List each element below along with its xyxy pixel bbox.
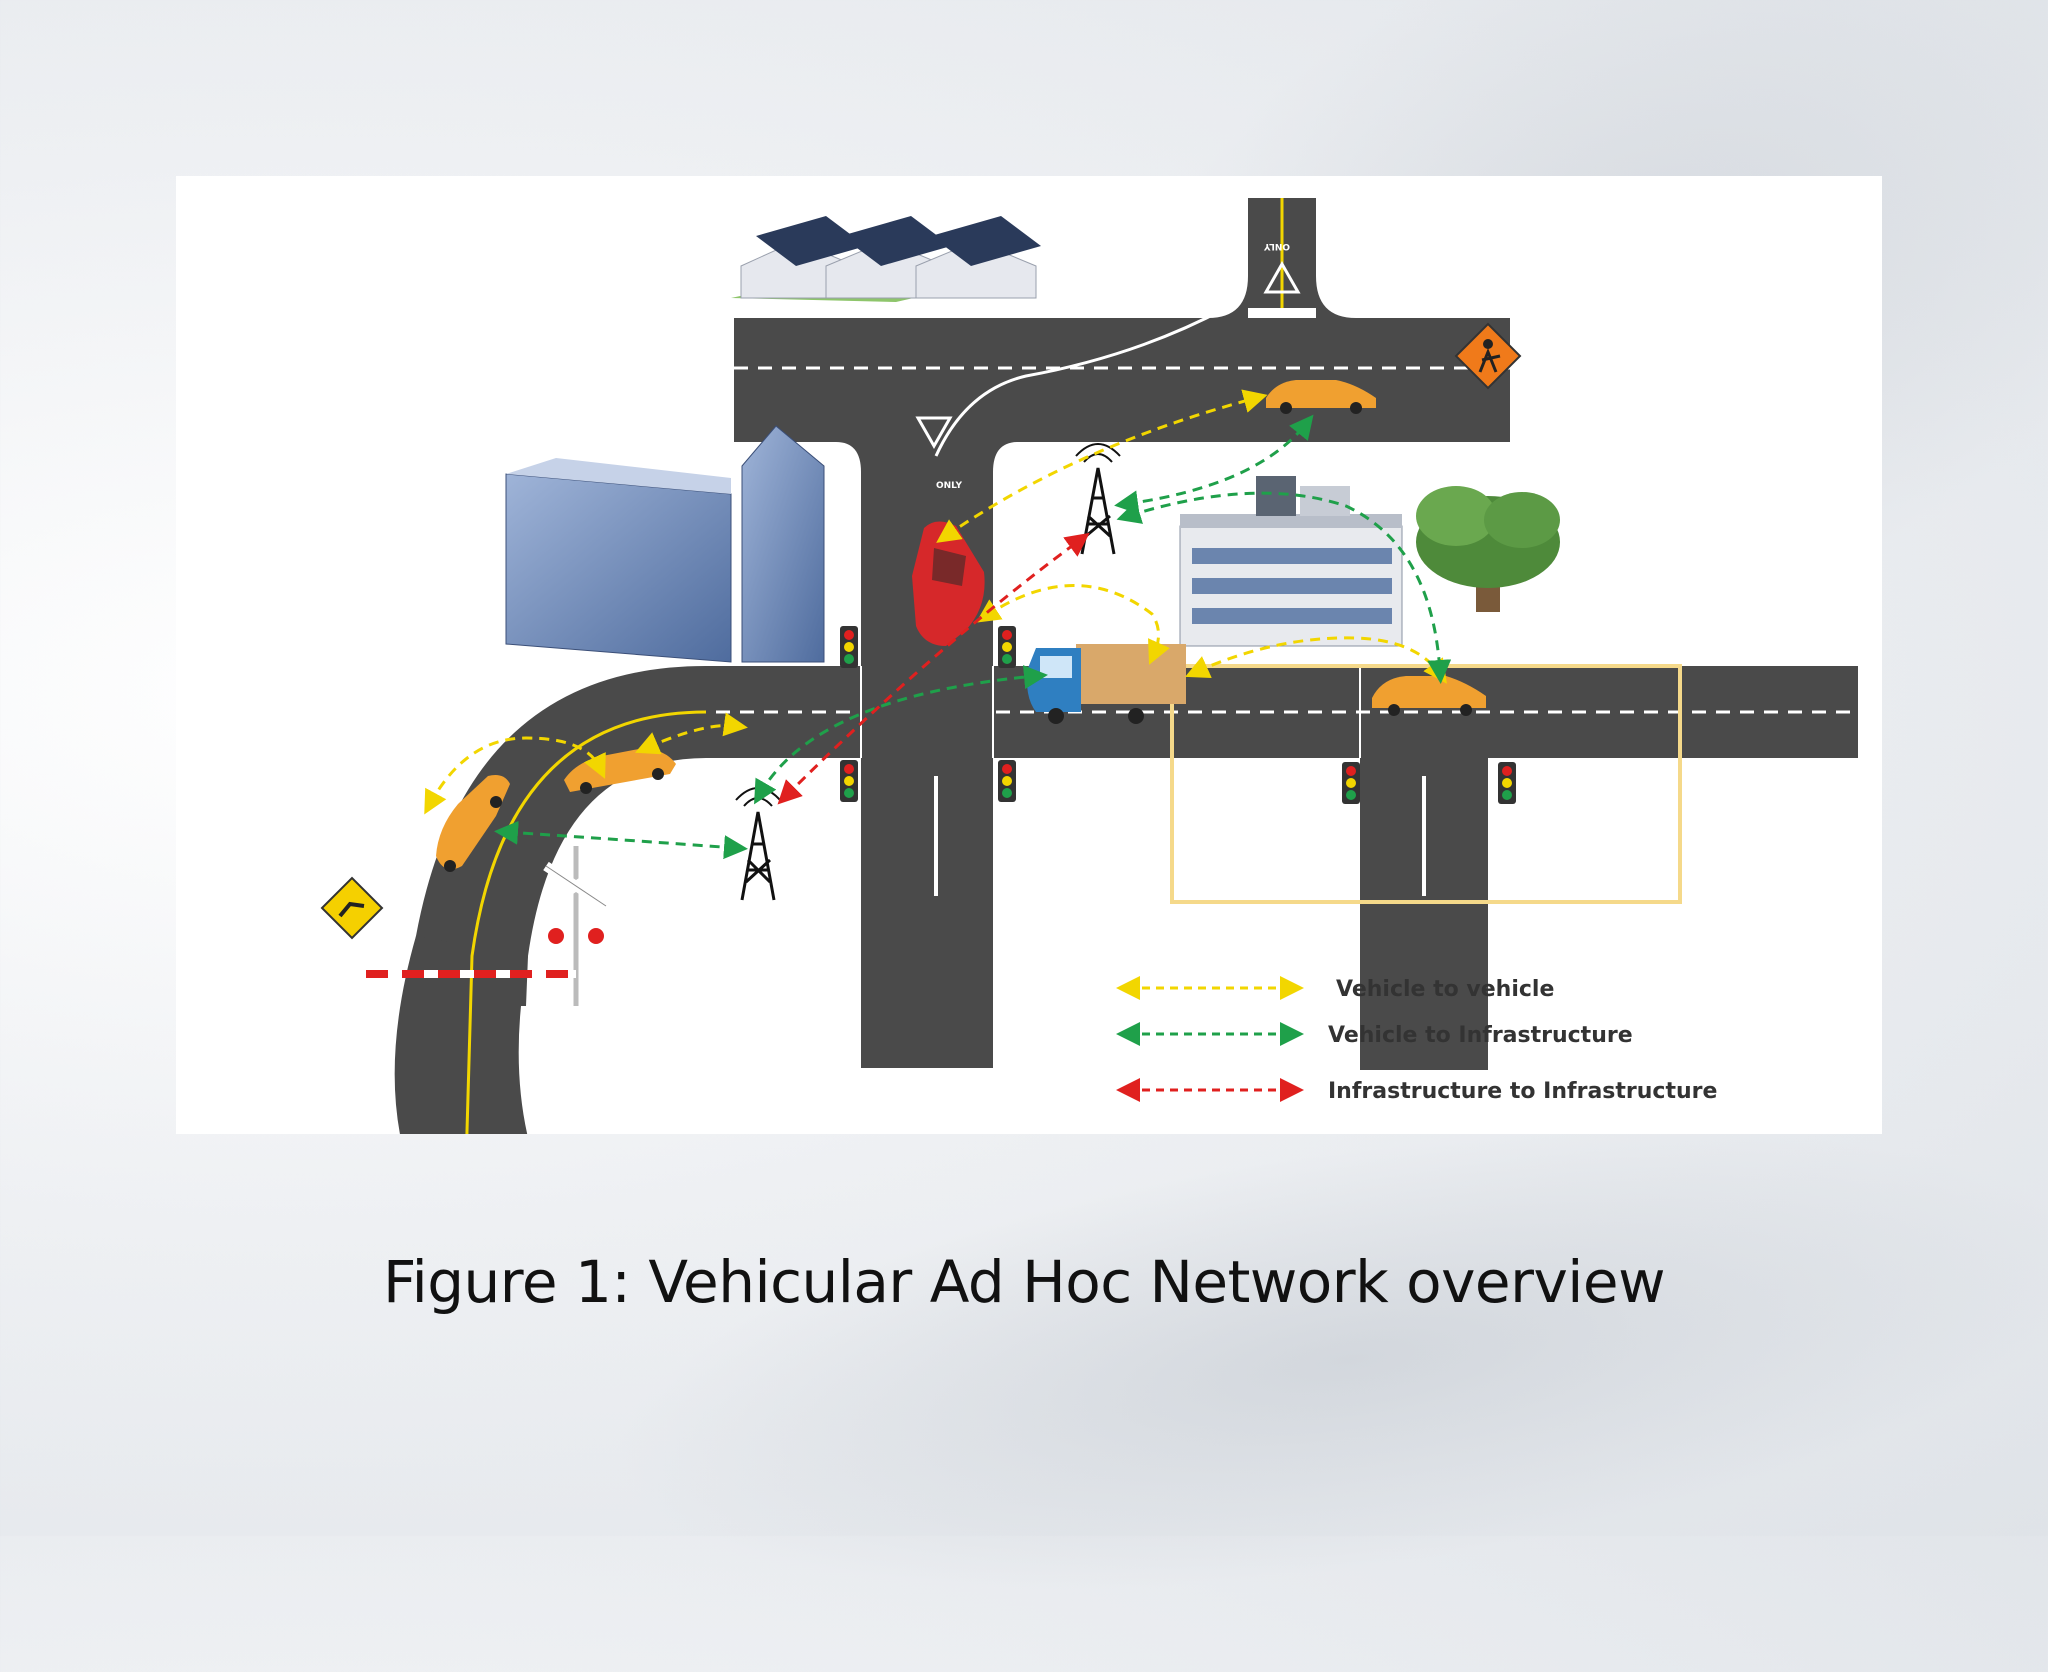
construction-sign <box>1454 322 1522 390</box>
legend-item-v2i: Vehicle to Infrastructure <box>1116 1022 1633 1048</box>
traffic-light <box>998 626 1016 668</box>
taxi-car <box>1266 380 1376 414</box>
traffic-light <box>1342 762 1360 804</box>
vanet-diagram: ONLY ONLY <box>176 176 1882 1134</box>
traffic-light <box>998 760 1016 802</box>
railroad-crossing <box>366 846 609 1006</box>
background-streak <box>578 1047 2048 1672</box>
tree <box>1416 486 1560 612</box>
skyscraper <box>741 425 825 663</box>
legend-item-i2i: Infrastructure to Infrastructure <box>1116 1078 1717 1104</box>
factory-building <box>1179 476 1403 647</box>
office-tower <box>505 458 732 663</box>
cell-tower <box>735 787 781 901</box>
only-label: ONLY <box>936 481 963 491</box>
legend-label-v2i: Vehicle to Infrastructure <box>1328 1023 1633 1048</box>
legend-label-v2v: Vehicle to vehicle <box>1336 977 1554 1002</box>
legend-item-v2v: Vehicle to vehicle <box>1116 976 1554 1002</box>
vanet-illustration: ONLY ONLY <box>320 198 1858 1134</box>
legend-label-i2i: Infrastructure to Infrastructure <box>1328 1079 1717 1104</box>
figure-caption: Figure 1: Vehicular Ad Hoc Network overv… <box>382 1248 1666 1316</box>
legend: Vehicle to vehicle Vehicle to Infrastruc… <box>1116 976 1717 1104</box>
traffic-light <box>1498 762 1516 804</box>
taxi-car <box>1372 676 1486 716</box>
i2i-links <box>777 532 1090 805</box>
traffic-light <box>840 626 858 668</box>
houses <box>731 216 1041 302</box>
traffic-light <box>840 760 858 802</box>
only-label: ONLY <box>1263 241 1290 251</box>
curve-warning-sign <box>320 876 384 940</box>
